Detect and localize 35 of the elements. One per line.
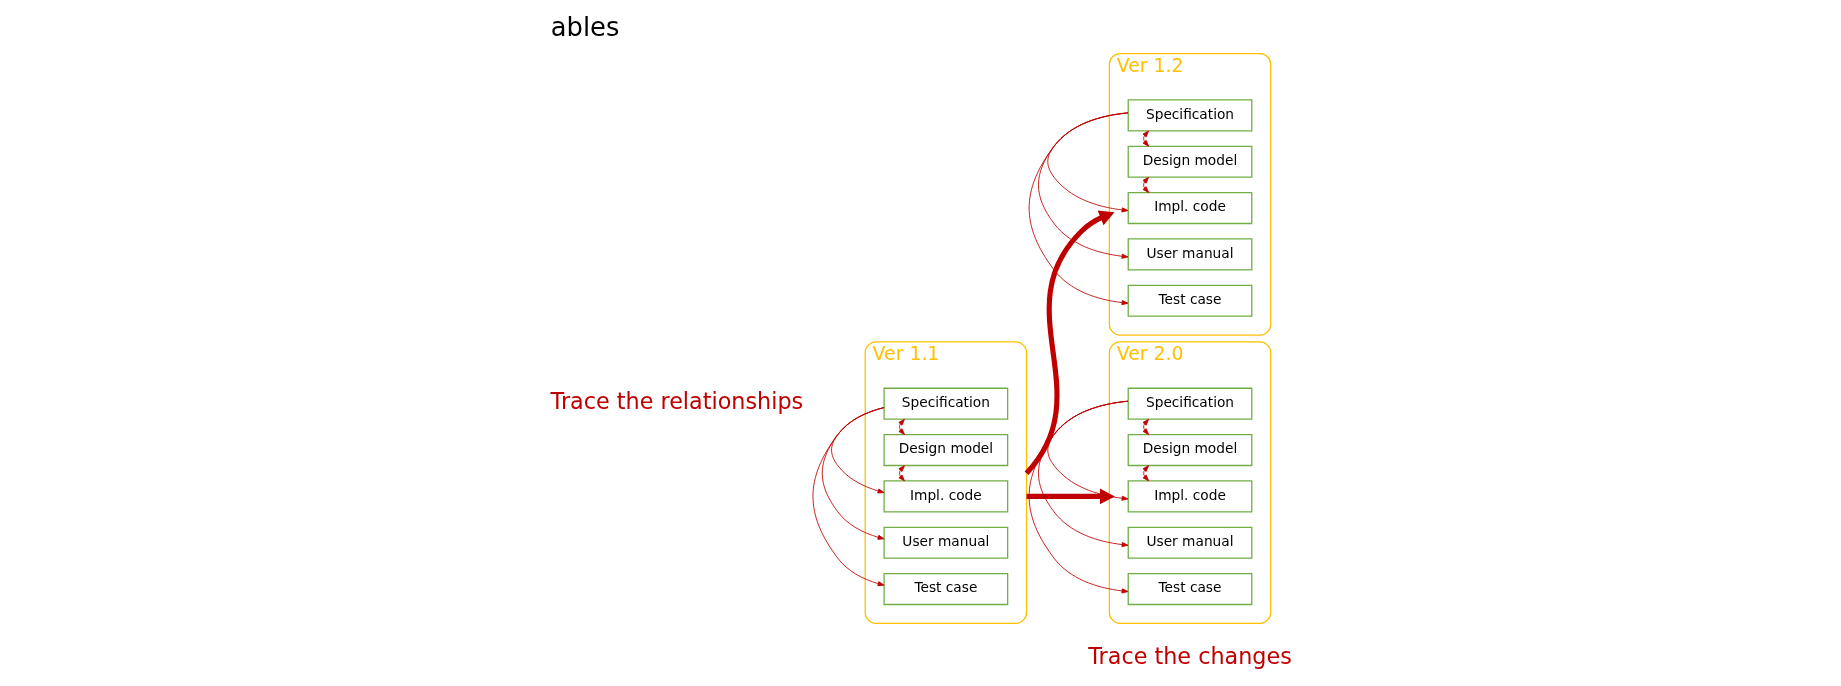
- node-box: Design model: [882, 433, 1008, 467]
- label: Trace the changes: [1087, 642, 1292, 669]
- node-box: Specification: [1127, 387, 1252, 420]
- node-box: Impl. code: [1127, 191, 1252, 225]
- arrow: [812, 407, 884, 587]
- arrow: [1026, 488, 1115, 505]
- arrow: [1046, 400, 1128, 501]
- arrow: [1142, 465, 1149, 482]
- arrow: [1037, 112, 1128, 259]
- arrow: [897, 418, 905, 435]
- arrow: [1024, 210, 1114, 475]
- node-box: Impl. code: [1127, 480, 1252, 513]
- arrow: [1037, 400, 1128, 548]
- node-box: Design model: [1127, 433, 1252, 467]
- node-box: User manual: [1127, 526, 1252, 559]
- arrow: [897, 465, 905, 482]
- node-box: Specification: [882, 387, 1008, 420]
- node-box: Test case: [1127, 284, 1252, 317]
- arrow: [1046, 112, 1128, 213]
- label: Trace the relationships: [550, 388, 803, 415]
- node-box: Design model: [1127, 145, 1252, 178]
- node-box: Test case: [1127, 572, 1252, 606]
- arrow: [1142, 176, 1149, 193]
- node-box: User manual: [1127, 238, 1252, 271]
- arrow: [821, 407, 884, 540]
- diagram-title: ables: [550, 11, 619, 42]
- arrow: [1142, 418, 1149, 435]
- arrow: [1028, 400, 1128, 594]
- node-box: Specification: [1127, 99, 1252, 132]
- node-box: User manual: [882, 526, 1008, 559]
- arrow: [1142, 130, 1149, 147]
- node-box: Test case: [882, 572, 1008, 606]
- arrow: [830, 407, 884, 494]
- node-box: Impl. code: [882, 480, 1008, 513]
- arrow: [1028, 112, 1128, 306]
